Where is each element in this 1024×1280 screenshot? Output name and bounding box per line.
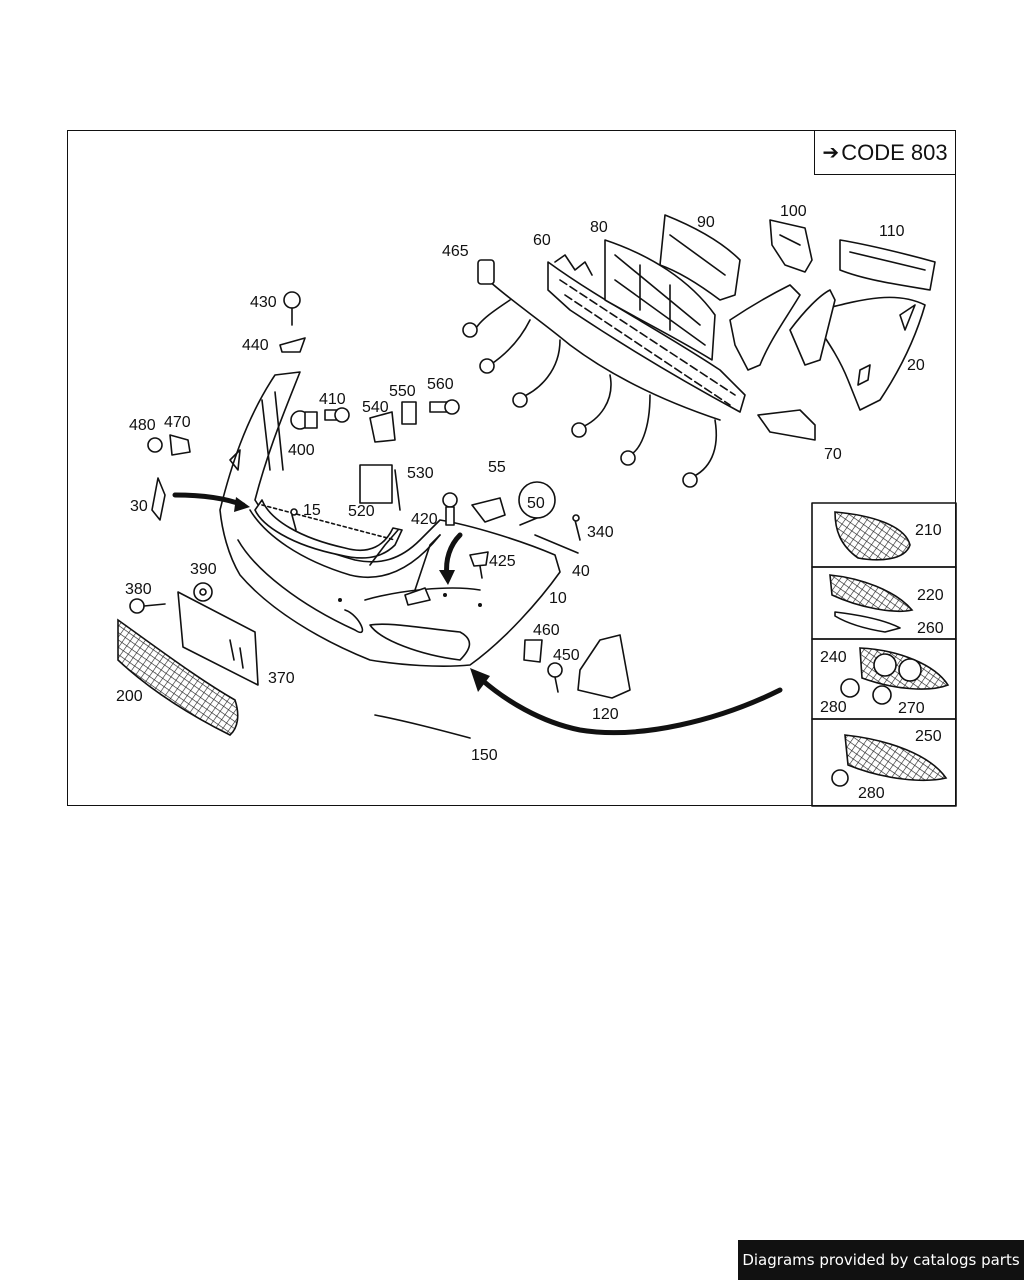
code-label: CODE 803: [841, 139, 948, 165]
small-hardware: [129, 291, 631, 699]
label-280-b: 280: [858, 785, 885, 802]
label-40: 40: [572, 563, 590, 580]
label-30: 30: [130, 498, 148, 515]
part-150-trim: [374, 714, 471, 739]
inset-250-280: [831, 734, 948, 787]
part-80-frame: [604, 239, 716, 361]
label-380: 380: [125, 581, 152, 598]
label-60: 60: [533, 232, 551, 249]
label-55: 55: [488, 459, 506, 476]
label-20: 20: [907, 357, 925, 374]
inset-220-260: [829, 574, 914, 633]
code-box: ➔ CODE 803: [814, 130, 956, 175]
label-150: 150: [471, 747, 498, 764]
label-460: 460: [533, 622, 560, 639]
label-560: 560: [427, 376, 454, 393]
label-260: 260: [917, 620, 944, 637]
part-90: [659, 214, 741, 301]
label-70: 70: [824, 446, 842, 463]
label-540: 540: [362, 399, 389, 416]
label-120: 120: [592, 706, 619, 723]
label-220: 220: [917, 587, 944, 604]
label-200: 200: [116, 688, 143, 705]
label-250: 250: [915, 728, 942, 745]
label-480: 480: [129, 417, 156, 434]
inset-panels: [811, 502, 957, 807]
label-15: 15: [303, 502, 321, 519]
pointer-arrows: [172, 492, 783, 736]
label-10: 10: [549, 590, 567, 607]
front-bumper-cover: [219, 371, 561, 667]
label-340: 340: [587, 524, 614, 541]
label-110: 110: [879, 223, 905, 240]
label-520: 520: [348, 503, 375, 520]
label-80: 80: [590, 219, 608, 236]
part-110: [839, 239, 936, 291]
part-60-absorber: [547, 254, 746, 413]
part-200-grille: [117, 618, 239, 736]
label-400: 400: [288, 442, 315, 459]
arrow-right-icon: ➔: [822, 142, 840, 164]
part-465-wiring-harness: [462, 259, 721, 488]
label-280-a: 280: [820, 699, 847, 716]
label-425: 425: [489, 553, 516, 570]
label-100: 100: [780, 203, 807, 220]
part-100: [769, 219, 813, 273]
label-370: 370: [268, 670, 295, 687]
label-450: 450: [553, 647, 580, 664]
label-430: 430: [250, 294, 277, 311]
label-50: 50: [527, 495, 545, 512]
part-370-plate: [177, 591, 259, 686]
label-390: 390: [190, 561, 217, 578]
part-20-bracket: [819, 296, 926, 411]
label-470: 470: [164, 414, 191, 431]
label-210: 210: [915, 522, 942, 539]
part-labels: 10 15 20 30 40 50 55 60 70 80 90 100 110…: [116, 203, 944, 802]
label-270: 270: [898, 700, 925, 717]
credit-banner: Diagrams provided by catalogs parts: [738, 1240, 1024, 1280]
inset-240-270-280: [840, 647, 950, 705]
label-550: 550: [389, 383, 416, 400]
label-90: 90: [697, 214, 715, 231]
part-support-brackets: [729, 284, 836, 441]
label-465: 465: [442, 243, 469, 260]
label-420: 420: [411, 511, 438, 528]
label-410: 410: [319, 391, 346, 408]
label-440: 440: [242, 337, 269, 354]
label-240: 240: [820, 649, 847, 666]
inset-210: [834, 511, 911, 561]
label-530: 530: [407, 465, 434, 482]
